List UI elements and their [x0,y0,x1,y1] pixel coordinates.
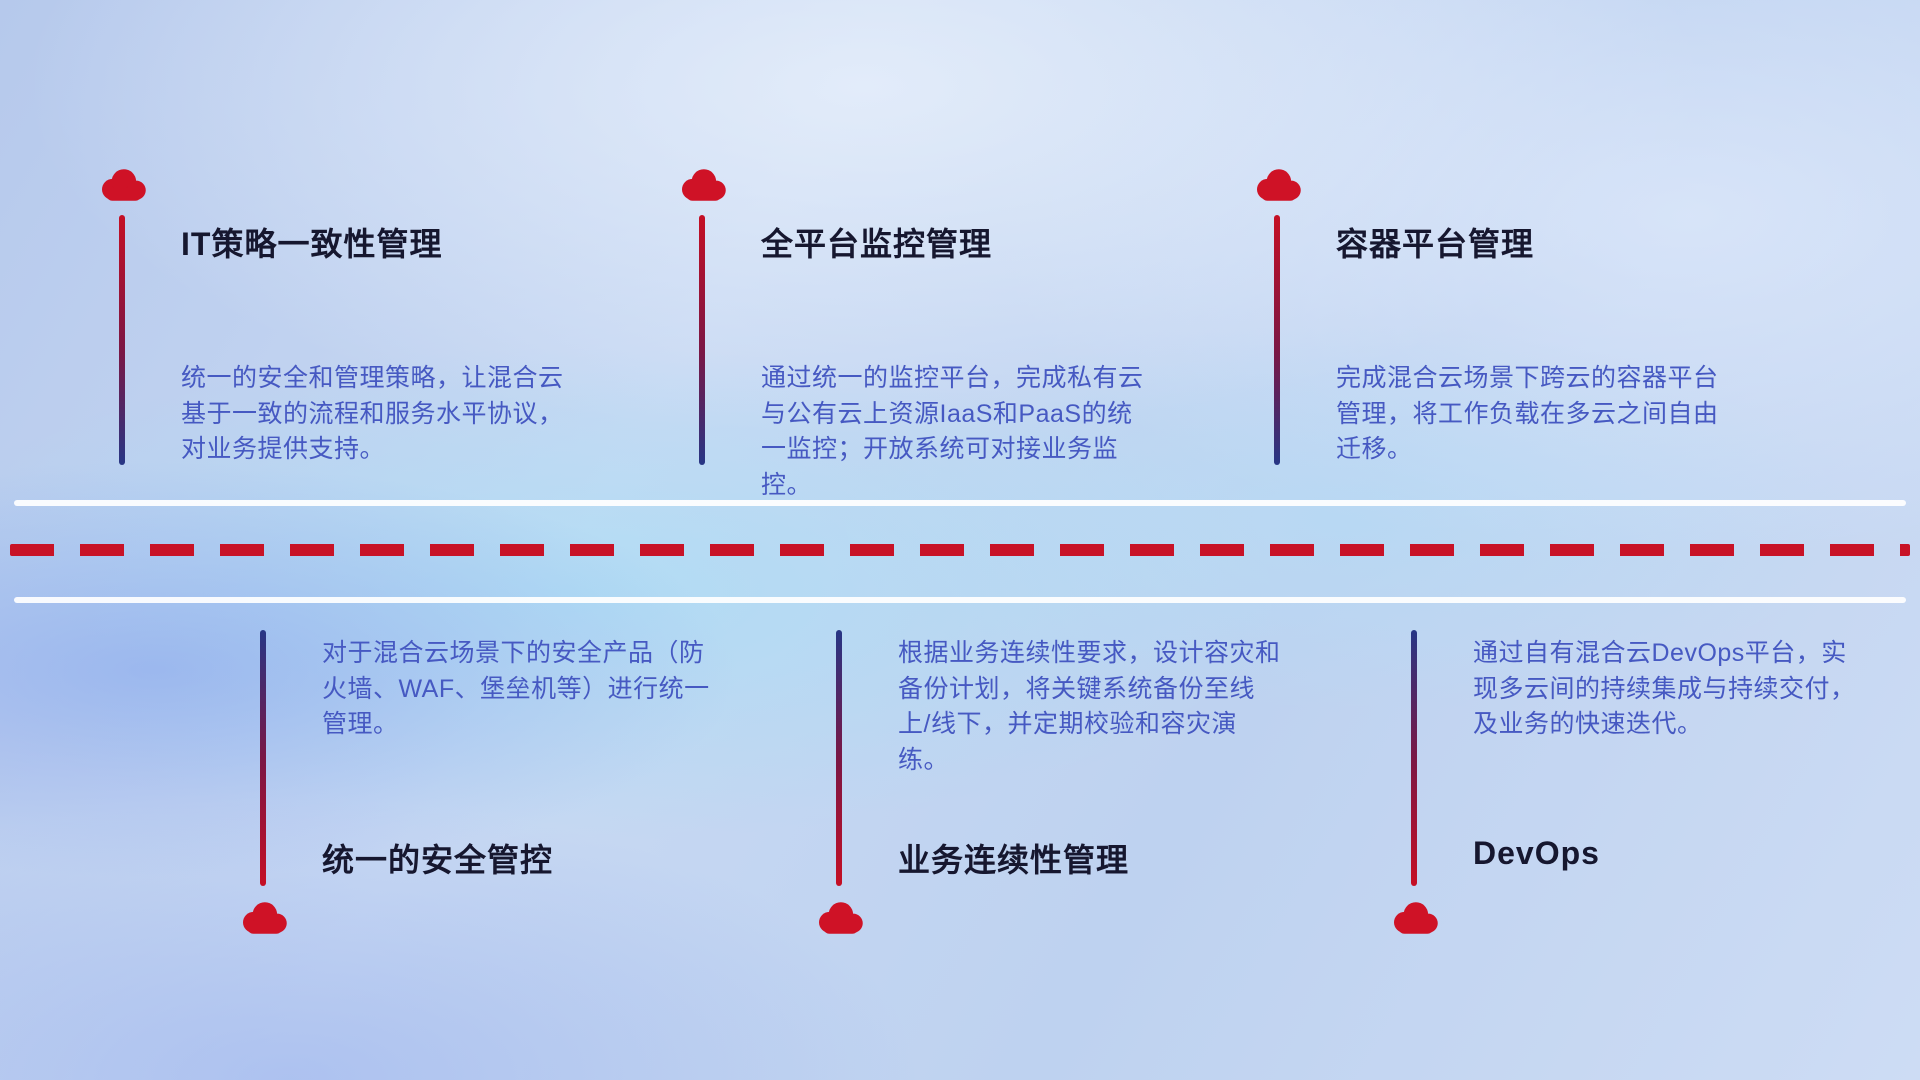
item-description: 统一的安全和管理策略，让混合云基于一致的流程和服务水平协议，对业务提供支持。 [181,364,564,463]
item-title: 统一的安全管控 [322,842,554,878]
item-title: DevOps [1473,835,1600,871]
timeline-item-container-platform: 容器平台管理 完成混合云场景下跨云的容器平台管理，将工作负载在多云之间自由迁移。 [1250,165,1730,495]
timeline-item-monitoring: 全平台监控管理 通过统一的监控平台，完成私有云与公有云上资源IaaS和PaaS的… [675,165,1155,499]
item-description: 对于混合云场景下的安全产品（防火墙、WAF、堡垒机等）进行统一管理。 [322,639,710,738]
divider-dashed-line [10,544,1910,556]
timeline-item-business-continuity: 根据业务连续性要求，设计容灾和备份计划，将关键系统备份至线上/线下，并定期校验和… [812,630,1292,960]
cloud-icon [812,898,868,938]
divider-solid-line-top [14,500,1906,506]
timeline-item-it-policy: IT策略一致性管理 统一的安全和管理策略，让混合云基于一致的流程和服务水平协议，… [95,165,575,495]
timeline-bar [1411,630,1417,886]
timeline-bar [836,630,842,886]
item-title: 业务连续性管理 [898,842,1130,878]
item-title: 容器平台管理 [1336,226,1535,262]
timeline-bar [119,215,125,465]
item-description: 完成混合云场景下跨云的容器平台管理，将工作负载在多云之间自由迁移。 [1336,364,1719,463]
cloud-icon [675,165,731,205]
item-description: 根据业务连续性要求，设计容灾和备份计划，将关键系统备份至线上/线下，并定期校验和… [898,639,1281,774]
cloud-icon [95,165,151,205]
timeline-item-devops: 通过自有混合云DevOps平台，实现多云间的持续集成与持续交付，及业务的快速迭代… [1387,630,1867,960]
cloud-icon [1250,165,1306,205]
timeline-item-security-management: 对于混合云场景下的安全产品（防火墙、WAF、堡垒机等）进行统一管理。 统一的安全… [236,630,716,960]
timeline-bar [260,630,266,886]
divider-solid-line-bottom [14,597,1906,603]
item-description: 通过统一的监控平台，完成私有云与公有云上资源IaaS和PaaS的统一监控；开放系… [761,364,1144,499]
timeline-bar [699,215,705,465]
timeline-bar [1274,215,1280,465]
item-title: 全平台监控管理 [761,226,993,262]
cloud-icon [1387,898,1443,938]
item-description: 通过自有混合云DevOps平台，实现多云间的持续集成与持续交付，及业务的快速迭代… [1473,639,1856,738]
item-title: IT策略一致性管理 [181,226,443,262]
cloud-icon [236,898,292,938]
